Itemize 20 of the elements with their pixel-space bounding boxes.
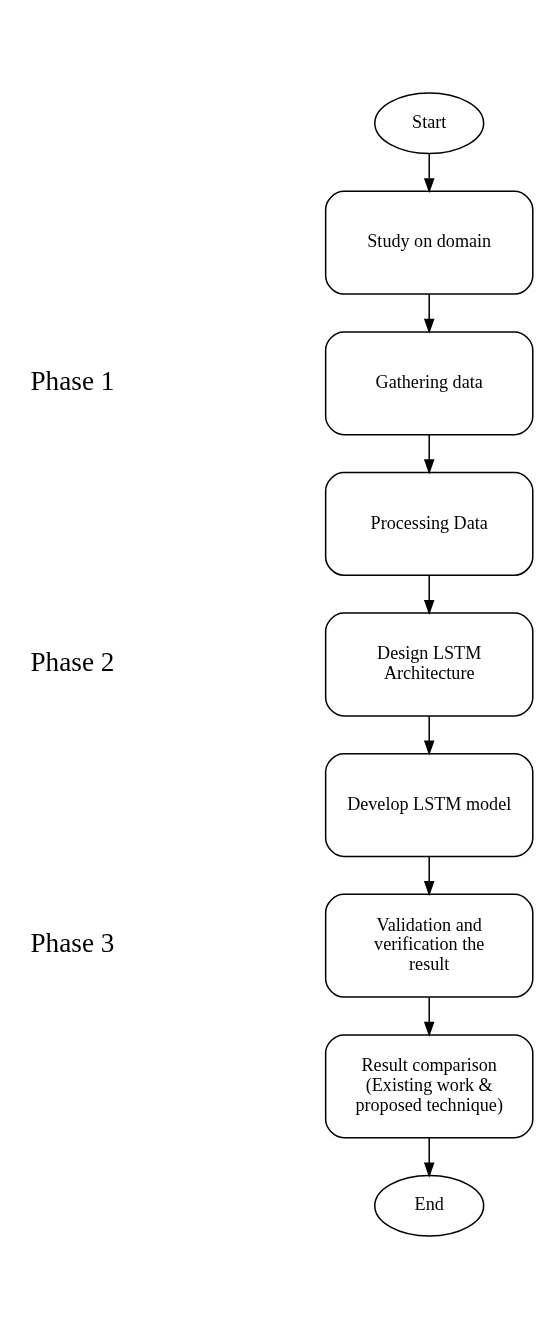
node-box: Design LSTM Architecture <box>324 612 534 717</box>
arrow <box>423 152 435 194</box>
label: Phase 3 <box>30 928 115 959</box>
arrow <box>423 293 435 334</box>
node-box: Processing Data <box>324 471 534 577</box>
arrow <box>423 715 435 756</box>
node-ellipse: Start <box>374 92 485 155</box>
node-ellipse: End <box>374 1174 485 1237</box>
arrow <box>423 1137 435 1178</box>
node-box: Gathering data <box>324 331 534 436</box>
arrow <box>423 855 435 897</box>
node-box: Study on domain <box>324 190 534 295</box>
arrow <box>423 996 435 1037</box>
node-box: Validation and verification the result <box>324 893 534 998</box>
label: Phase 1 <box>30 365 115 396</box>
node-box: Result comparison (Existing work & proposed technique) <box>324 1034 534 1139</box>
arrow <box>423 574 435 616</box>
arrow <box>423 434 435 475</box>
label: Phase 2 <box>30 647 115 678</box>
node-box: Develop LSTM model <box>324 752 534 858</box>
